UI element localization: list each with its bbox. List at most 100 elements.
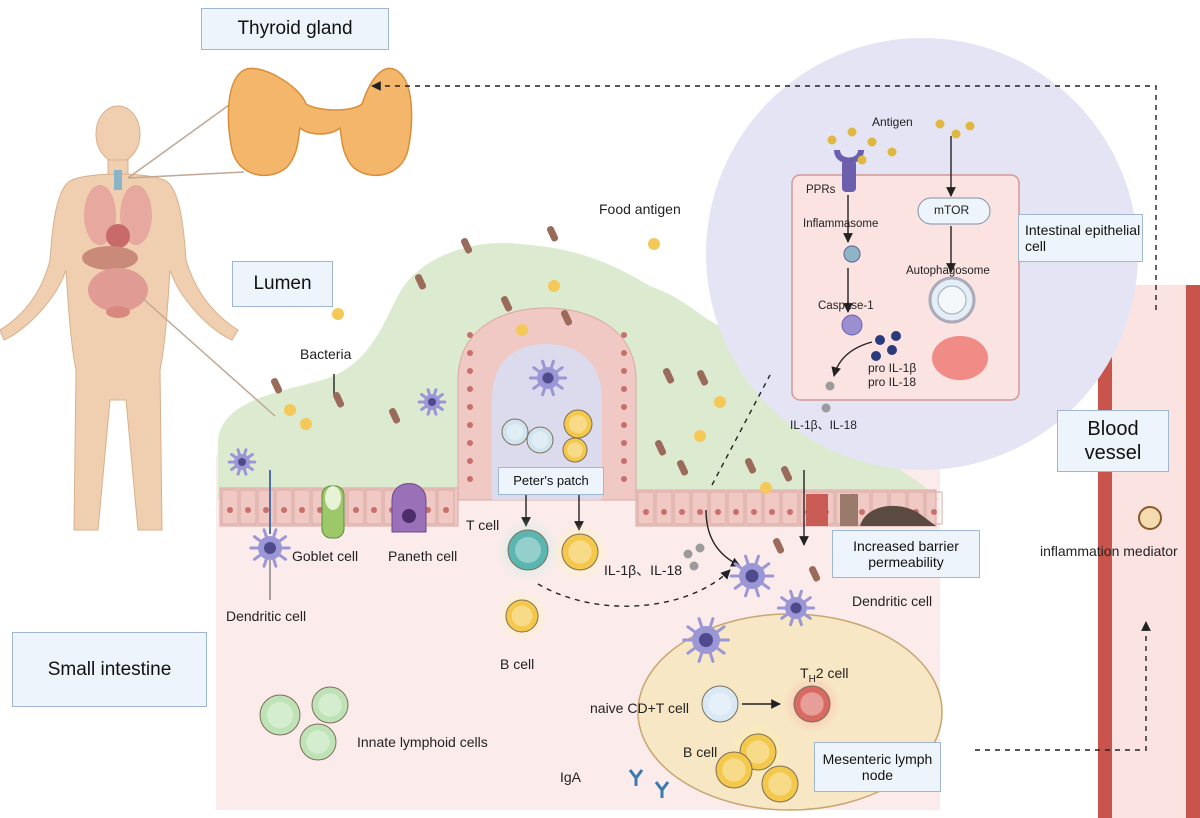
cytokine-dot	[689, 561, 699, 571]
blood-vessel-lumen	[1112, 285, 1186, 818]
antigen-dot	[935, 119, 945, 129]
peters-patch-label: Peter's patch	[498, 467, 604, 495]
villus-nucleus	[467, 332, 473, 338]
bacteria-icon	[560, 310, 573, 326]
lumen-label: Lumen	[232, 261, 333, 307]
th2-sub: H	[808, 673, 816, 685]
villus-nucleus	[467, 368, 473, 374]
villus-cell-icon	[501, 418, 529, 446]
th2-cell-label: TH2 cell	[800, 665, 848, 685]
thyroid-gland-label: Thyroid gland	[201, 8, 389, 50]
villus-nucleus	[467, 350, 473, 356]
inflammation-mediator-icon	[1138, 506, 1162, 530]
bacteria-icon	[500, 296, 513, 312]
bacteria-icon	[808, 566, 821, 582]
antigen-dot	[887, 147, 897, 157]
innate-lymphoid-cell-icon-nucleus	[267, 702, 293, 728]
epithelial-cell	[221, 489, 239, 525]
b-cell-icon-nucleus	[568, 540, 592, 564]
epithelial-cell	[925, 491, 943, 525]
t-cell-icon-nucleus	[515, 537, 541, 563]
b-cell-label: B cell	[500, 656, 535, 672]
b-cell-lower-icon	[505, 599, 539, 633]
bacteria-icon	[744, 458, 757, 474]
epithelial-cells	[221, 332, 943, 525]
epithelial-cell	[365, 489, 383, 525]
innate-lymphoid-cells-label: Innate lymphoid cells	[357, 734, 488, 750]
epithelial-nucleus	[227, 507, 233, 513]
cytokine-dot	[683, 549, 693, 559]
node-b-cell-icon-nucleus	[768, 772, 792, 796]
epithelial-nucleus	[245, 507, 251, 513]
villus-nucleus	[621, 422, 627, 428]
antigen-dot	[827, 135, 837, 145]
b-cell-icon	[561, 533, 599, 571]
thyroid-icon	[227, 67, 413, 177]
innate-lymphoid-cell-icon-nucleus	[318, 693, 342, 717]
dendritic-cell-right-icon-nucleus	[790, 602, 802, 614]
small-intestine-label: Small intestine	[12, 632, 207, 707]
node-b-cell-icon-nucleus	[722, 758, 746, 782]
cytokine-dot	[875, 335, 885, 345]
villus-b-cell-icon-nucleus	[567, 442, 583, 458]
immune-cells	[227, 359, 936, 803]
antigen-dot	[965, 121, 975, 131]
epithelial-cell	[691, 491, 709, 525]
mesenteric-lymph-node-label: Mesenteric lymph node	[814, 742, 941, 792]
epithelial-cell	[709, 491, 727, 525]
food-antigen-dot	[332, 308, 344, 320]
pro-il1b-label: pro IL-1β	[868, 361, 917, 375]
epithelial-cell	[275, 489, 293, 525]
goblet-cell-granules	[325, 486, 341, 510]
innate-lymphoid-cell-icon	[259, 694, 301, 736]
villus-b-cell-icon	[562, 437, 588, 463]
antigen-label: Antigen	[872, 115, 913, 129]
villus-nucleus	[621, 368, 627, 374]
innate-lymphoid-cell-icon	[311, 686, 349, 724]
epithelial-cell	[347, 489, 365, 525]
inflammasome-label: Inflammasome	[803, 218, 879, 230]
bacteria-icon	[270, 378, 283, 394]
bacteria-icon	[388, 408, 401, 424]
epithelial-nucleus	[733, 509, 739, 515]
nucleus	[932, 336, 988, 380]
naive-t-cell-icon-nucleus	[708, 692, 732, 716]
epithelial-cell	[763, 491, 781, 525]
b-cell-lower-icon-nucleus	[511, 605, 533, 627]
bacteria-icon	[546, 226, 559, 242]
t-cell-label: T cell	[466, 517, 500, 533]
villus-cell-icon	[526, 426, 554, 454]
th2-cell-icon-nucleus	[800, 692, 824, 716]
iga-antibody-icon	[654, 781, 670, 798]
villus-nucleus	[467, 440, 473, 446]
cytokine-dot	[891, 331, 901, 341]
antigen-dot	[951, 129, 961, 139]
microfold-cell-icon-nucleus	[428, 398, 436, 406]
antigen-dot	[867, 137, 877, 147]
food-antigen-dot	[760, 482, 772, 494]
th2-prefix: T	[800, 665, 809, 681]
th2-cell-icon	[793, 685, 831, 723]
food-antigen-dot	[714, 396, 726, 408]
epithelial-nucleus	[299, 507, 305, 513]
bacteria-icon	[654, 440, 667, 456]
food-antigen-dot	[694, 430, 706, 442]
food-antigen-dot	[648, 238, 660, 250]
villus-nucleus	[621, 386, 627, 392]
paneth-cell-label: Paneth cell	[388, 548, 458, 564]
damaged-cell-icon	[840, 494, 858, 526]
bacteria-icon	[780, 466, 793, 482]
mtor-icon	[917, 197, 991, 225]
damaged-cell-icon	[806, 494, 828, 526]
epithelial-cell	[293, 489, 311, 525]
epithelial-cell	[239, 489, 257, 525]
lumen-antigen-icon-nucleus	[238, 458, 246, 466]
il1b-il18-inset-label: IL-1β、IL-18	[790, 418, 857, 432]
epithelial-nucleus	[353, 507, 359, 513]
caspase1-label: Caspase-1	[818, 300, 874, 312]
node-b-cell-icon	[761, 765, 799, 803]
blood-vessel-label: Blood vessel	[1057, 410, 1169, 472]
naive-t-cell-icon	[701, 685, 739, 723]
debris-icon	[860, 505, 936, 526]
